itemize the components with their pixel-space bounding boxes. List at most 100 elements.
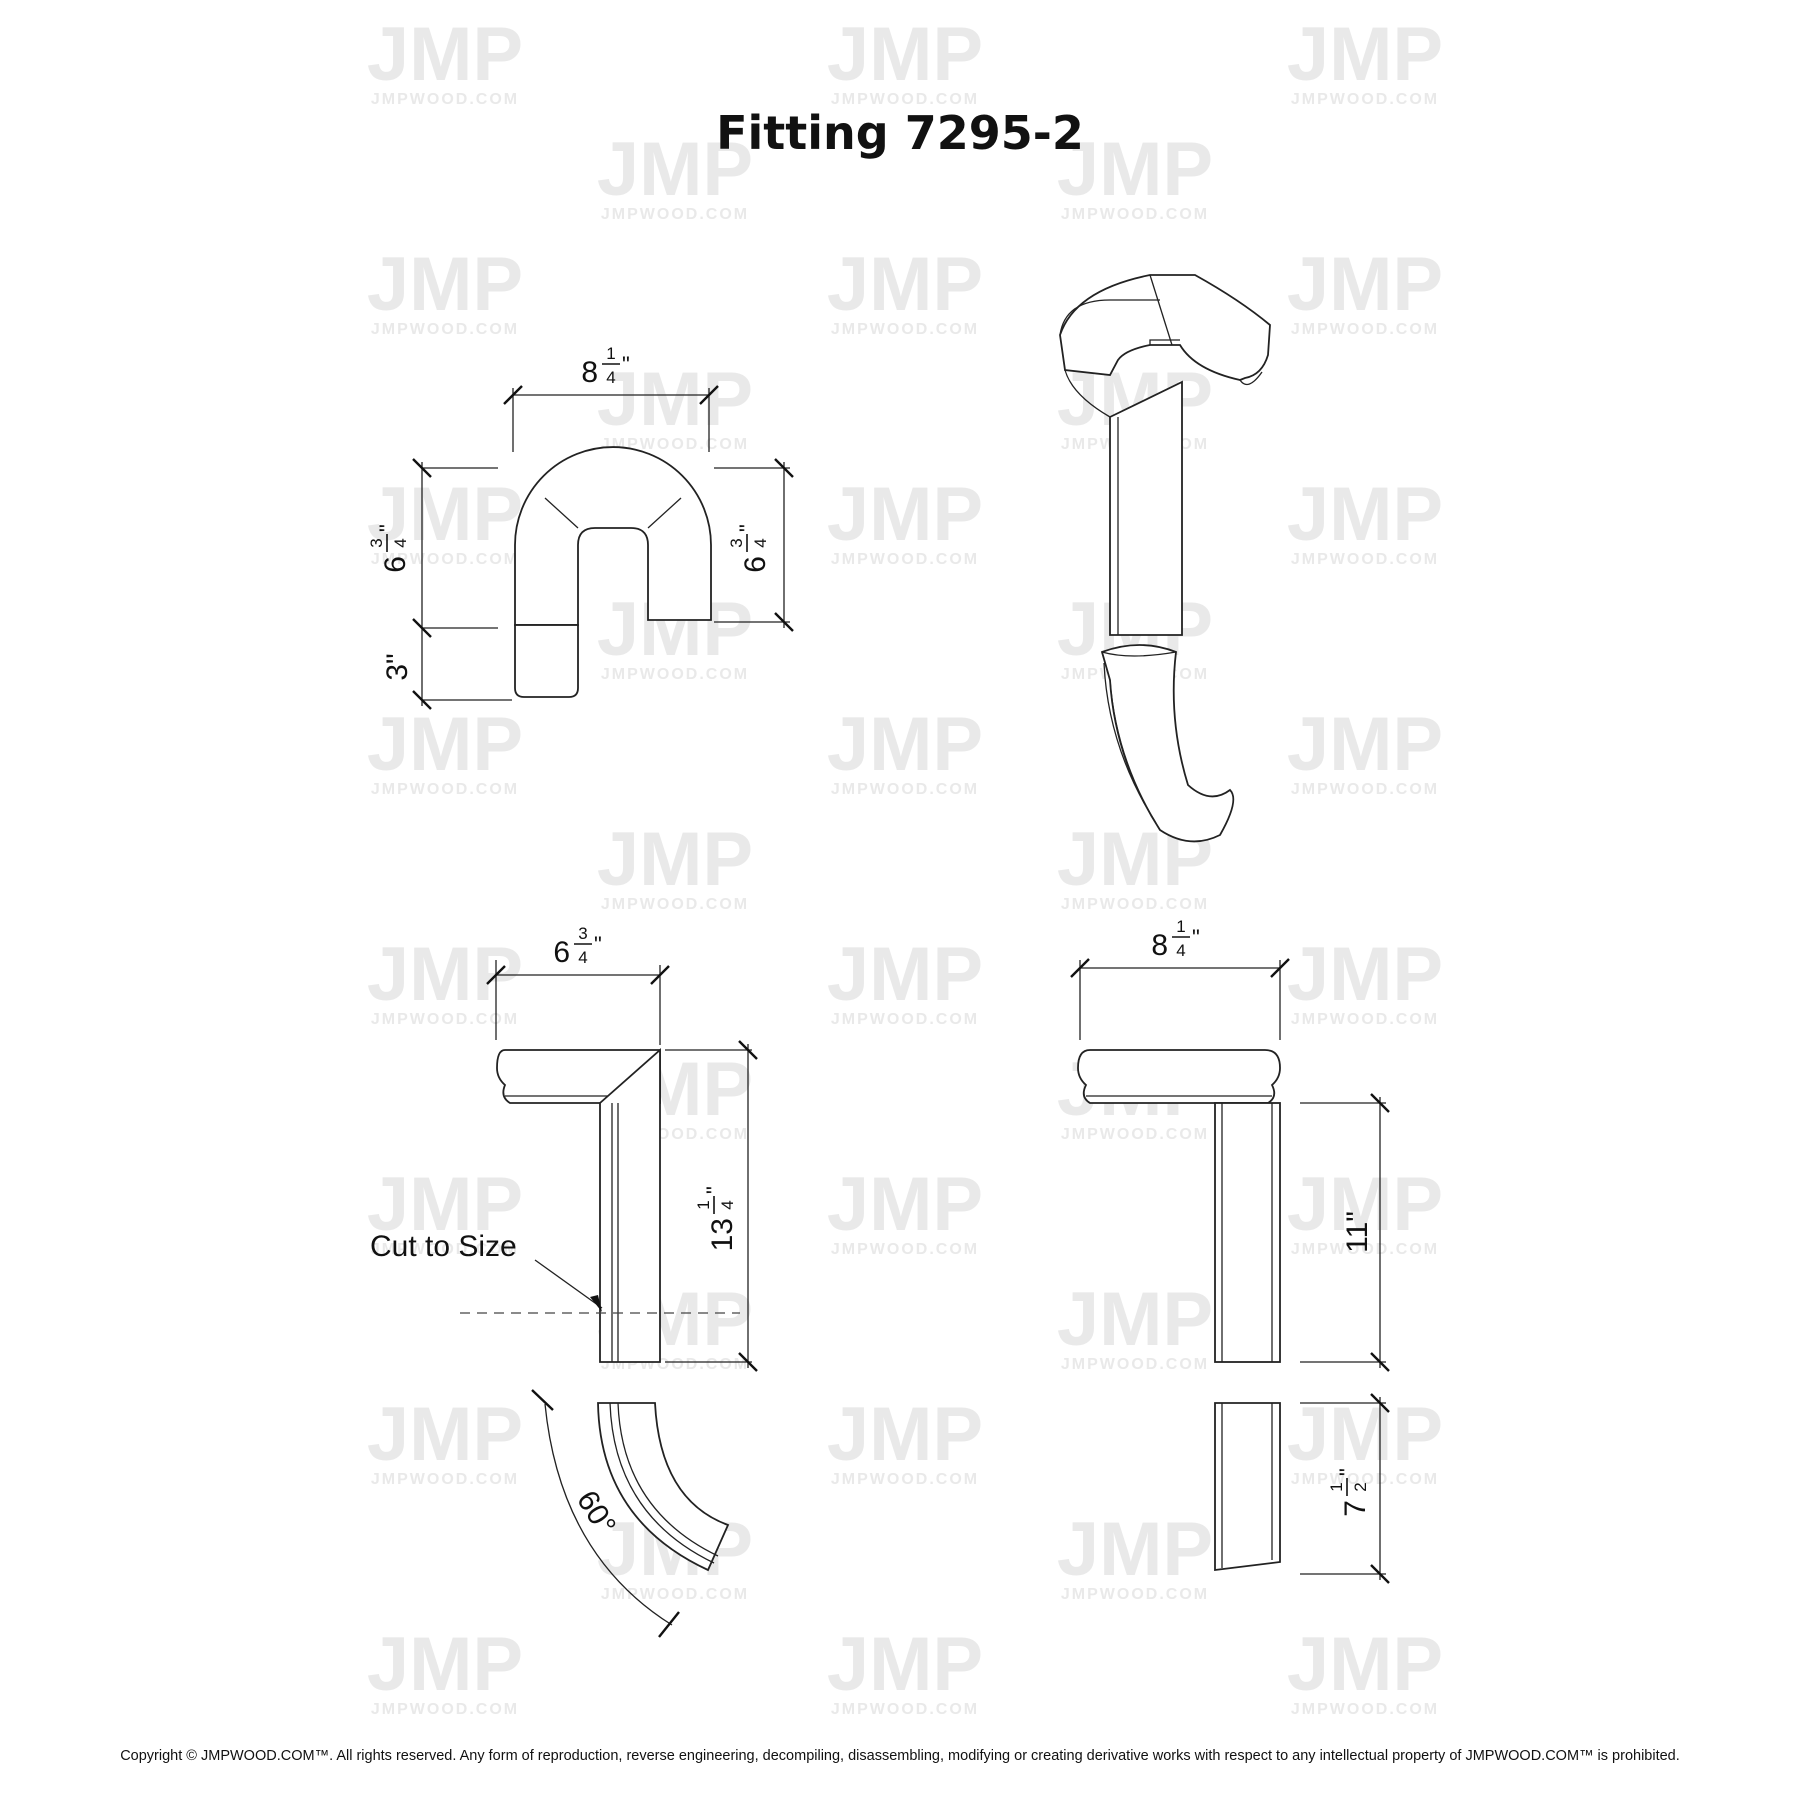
svg-text:JMP: JMP: [1287, 1162, 1443, 1247]
plan-height-right-label: 6 3 4 ": [727, 524, 772, 573]
svg-text:JMP: JMP: [827, 932, 983, 1017]
svg-text:JMPWOOD.COM: JMPWOOD.COM: [371, 1011, 519, 1028]
svg-text:JMP: JMP: [1057, 1277, 1213, 1362]
front-upper-post: [1214, 1102, 1281, 1363]
svg-text:1: 1: [1176, 917, 1185, 936]
front-rail-profile: [1077, 1049, 1281, 1104]
svg-text:4: 4: [391, 538, 410, 547]
svg-text:": ": [1335, 1468, 1360, 1476]
svg-text:JMP: JMP: [1287, 12, 1443, 97]
svg-text:JMP: JMP: [1057, 1507, 1213, 1592]
svg-text:JMP: JMP: [827, 12, 983, 97]
svg-text:6: 6: [739, 556, 772, 573]
svg-text:7: 7: [1339, 1500, 1372, 1517]
svg-text:": ": [1192, 925, 1200, 950]
svg-text:JMPWOOD.COM: JMPWOOD.COM: [1291, 781, 1439, 798]
svg-text:JMPWOOD.COM: JMPWOOD.COM: [1291, 1241, 1439, 1258]
svg-text:JMP: JMP: [367, 242, 523, 327]
svg-text:6: 6: [379, 556, 412, 573]
svg-text:JMP: JMP: [1287, 932, 1443, 1017]
svg-text:4: 4: [751, 538, 770, 547]
svg-text:JMPWOOD.COM: JMPWOOD.COM: [371, 1471, 519, 1488]
svg-text:JMPWOOD.COM: JMPWOOD.COM: [1061, 1356, 1209, 1373]
front-width-label: 8 1 4 ": [1151, 917, 1200, 962]
svg-text:JMPWOOD.COM: JMPWOOD.COM: [1061, 896, 1209, 913]
svg-text:JMP: JMP: [367, 1392, 523, 1477]
svg-text:JMPWOOD.COM: JMPWOOD.COM: [1061, 1126, 1209, 1143]
svg-text:JMPWOOD.COM: JMPWOOD.COM: [831, 321, 979, 338]
watermark-layer: JMPJMPWOOD.COMJMPJMPWOOD.COMJMPJMPWOOD.C…: [367, 12, 1443, 1718]
svg-text:JMPWOOD.COM: JMPWOOD.COM: [1291, 551, 1439, 568]
svg-text:JMP: JMP: [1287, 1392, 1443, 1477]
svg-text:JMP: JMP: [827, 1162, 983, 1247]
svg-text:3: 3: [578, 924, 587, 943]
plan-u-outline: [514, 446, 712, 626]
front-lower-post: [1214, 1402, 1281, 1572]
svg-text:1: 1: [694, 1200, 713, 1209]
svg-text:": ": [702, 1186, 727, 1194]
svg-text:JMPWOOD.COM: JMPWOOD.COM: [371, 91, 519, 108]
svg-text:JMP: JMP: [367, 702, 523, 787]
svg-text:3: 3: [367, 538, 386, 547]
svg-text:JMPWOOD.COM: JMPWOOD.COM: [601, 896, 749, 913]
svg-text:JMPWOOD.COM: JMPWOOD.COM: [831, 551, 979, 568]
svg-text:JMPWOOD.COM: JMPWOOD.COM: [601, 1586, 749, 1603]
plan-extension-block: [514, 624, 579, 698]
svg-text:13: 13: [706, 1218, 739, 1251]
plan-extension-label: 3": [381, 653, 414, 680]
svg-text:1: 1: [606, 344, 615, 363]
svg-text:JMPWOOD.COM: JMPWOOD.COM: [371, 321, 519, 338]
svg-text:JMP: JMP: [827, 1392, 983, 1477]
svg-text:2: 2: [1351, 1482, 1370, 1491]
svg-text:JMP: JMP: [367, 472, 523, 557]
svg-text:3: 3: [727, 538, 746, 547]
plan-joint-left: [544, 497, 579, 529]
svg-text:8: 8: [581, 356, 598, 389]
svg-text:JMPWOOD.COM: JMPWOOD.COM: [831, 1241, 979, 1258]
svg-text:JMPWOOD.COM: JMPWOOD.COM: [831, 1471, 979, 1488]
svg-text:1: 1: [1327, 1482, 1346, 1491]
svg-text:JMPWOOD.COM: JMPWOOD.COM: [371, 1701, 519, 1718]
side-width-label: 6 3 4 ": [553, 924, 602, 969]
svg-text:JMP: JMP: [827, 472, 983, 557]
iso-top-bend: [1059, 274, 1271, 381]
svg-text:": ": [622, 352, 630, 377]
svg-text:JMP: JMP: [597, 127, 753, 212]
svg-text:JMPWOOD.COM: JMPWOOD.COM: [601, 666, 749, 683]
side-post: [599, 1048, 661, 1363]
svg-text:JMPWOOD.COM: JMPWOOD.COM: [1291, 1701, 1439, 1718]
svg-text:JMP: JMP: [1287, 472, 1443, 557]
svg-text:6: 6: [553, 936, 570, 969]
svg-text:JMPWOOD.COM: JMPWOOD.COM: [831, 91, 979, 108]
side-view: Cut to Size 6 3 4 " 13 1 4 ": [370, 924, 758, 1638]
svg-text:JMP: JMP: [367, 1162, 523, 1247]
svg-text:JMPWOOD.COM: JMPWOOD.COM: [1291, 321, 1439, 338]
svg-text:JMPWOOD.COM: JMPWOOD.COM: [1061, 206, 1209, 223]
